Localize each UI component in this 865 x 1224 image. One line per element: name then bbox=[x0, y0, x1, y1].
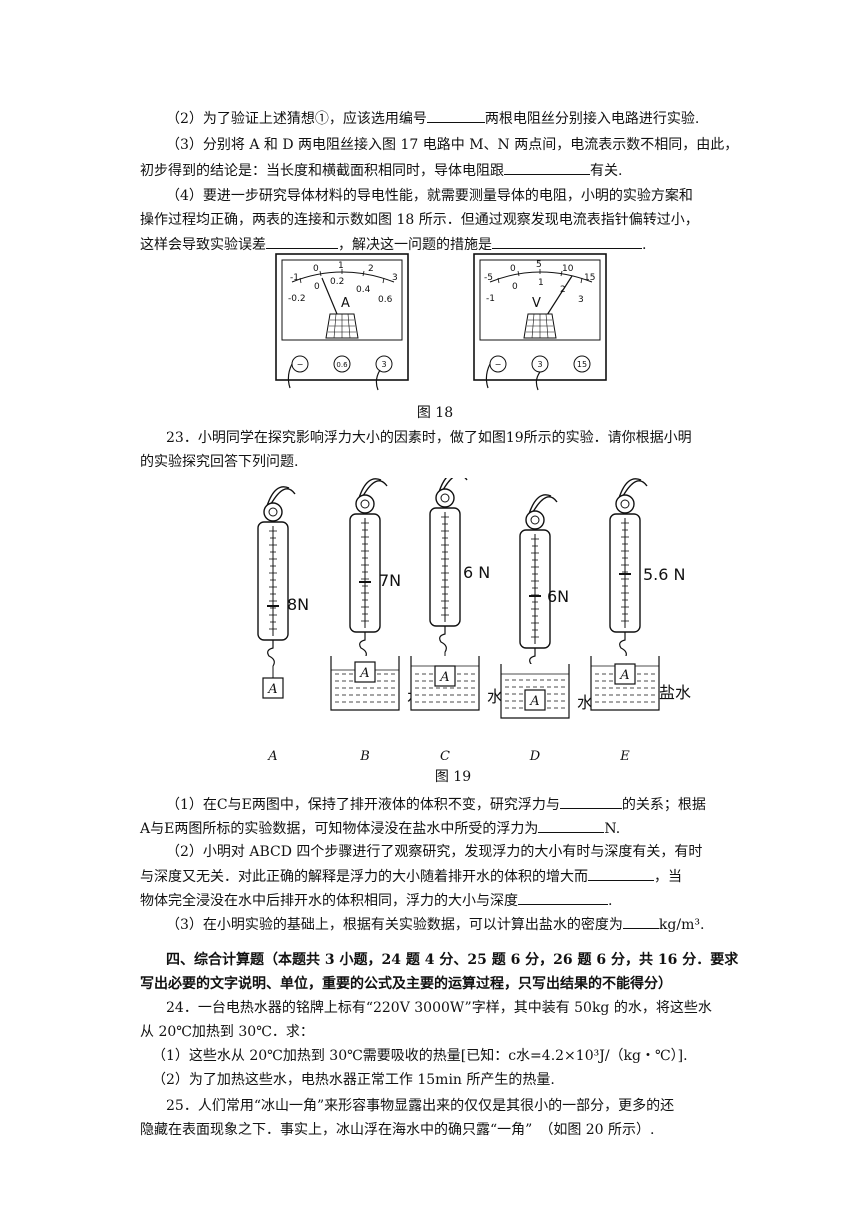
q24-part1: （1）这些水从 20℃加热到 30℃需要吸收的热量[已知：c水=4.2×10³J… bbox=[152, 1048, 688, 1064]
voltmeter-top-tick: 10 bbox=[562, 264, 574, 274]
ammeter-bottom-tick: -0.2 bbox=[288, 294, 306, 304]
ammeter-top-tick: 2 bbox=[368, 264, 374, 274]
section4-heading-line1: 四、综合计算题（本题共 3 小题，24 题 4 分、25 题 6 分，26 题 … bbox=[166, 952, 739, 968]
liquid-label-c: 水 bbox=[487, 687, 503, 706]
spring-scale-d: A 6N 水 bbox=[500, 494, 593, 719]
figure-19-spring-scales: A 8N A 7N 水 bbox=[257, 478, 691, 764]
answer-blank[interactable] bbox=[504, 160, 590, 175]
block-label: A bbox=[359, 666, 369, 681]
liquid-label-d: 水 bbox=[577, 693, 593, 712]
ammeter-bottom-tick: 0 bbox=[314, 282, 320, 292]
voltmeter-top-tick: 5 bbox=[536, 260, 542, 270]
voltmeter-bottom-tick: 3 bbox=[578, 295, 584, 305]
ammeter-terminal: 0.6 bbox=[336, 361, 348, 369]
block-label: A bbox=[619, 668, 629, 683]
q22-part4-line1: （4）要进一步研究导体材料的导电性能，就需要测量导体的电阻，小明的实验方案和 bbox=[166, 188, 693, 204]
q25-line2: 隐藏在表面现象之下．事实上，冰山浮在海水中的确只露“一角” （如图 20 所示）… bbox=[140, 1122, 655, 1138]
reading-c: 6 N bbox=[463, 563, 490, 582]
ammeter-top-tick: 3 bbox=[392, 273, 398, 283]
ammeter-unit: A bbox=[341, 296, 350, 311]
q22-part4-line2: 操作过程均正确，两表的连接和示数如图 18 所示．但通过观察发现电流表指针偏转过… bbox=[140, 212, 699, 228]
spring-scale-c: A 6 N 水 bbox=[410, 478, 503, 711]
answer-blank[interactable] bbox=[588, 866, 654, 881]
q22-part4-line3: 这样会导致实验误差，解决这一问题的措施是. bbox=[140, 234, 646, 255]
q22-part2: （2）为了验证上述猜想①，应该选用编号两根电阻丝分别接入电路进行实验. bbox=[166, 108, 699, 129]
ammeter: -1 0 1 2 3 -0.2 0 0.2 0.4 0.6 A − 0. bbox=[275, 253, 409, 391]
spring-scale-b: A 7N 水 bbox=[330, 478, 423, 711]
q22-part3-line1: （3）分别将 A 和 D 两电阻丝接入图 17 电路中 M、N 两点间，电流表示… bbox=[166, 137, 739, 153]
voltmeter-terminal: 3 bbox=[537, 360, 542, 369]
answer-blank[interactable] bbox=[426, 108, 485, 123]
reading-a: 8N bbox=[287, 595, 309, 614]
voltmeter-terminal: − bbox=[495, 360, 502, 369]
spring-scale-e: A 5.6 N 盐水 bbox=[590, 478, 691, 711]
ammeter-top-tick: -1 bbox=[290, 273, 299, 283]
ammeter-top-tick: 1 bbox=[338, 261, 344, 271]
answer-blank[interactable] bbox=[538, 818, 605, 833]
block-label: A bbox=[439, 670, 449, 685]
liquid-label-e: 盐水 bbox=[659, 683, 691, 702]
panel-letter-b: B bbox=[359, 749, 370, 764]
q24-line2: 从 20℃加热到 30℃．求： bbox=[140, 1024, 314, 1040]
panel-letter-c: C bbox=[440, 749, 450, 764]
q23-intro-line2: 的实验探究回答下列问题. bbox=[140, 454, 299, 470]
voltmeter-bottom-tick: 1 bbox=[538, 278, 544, 288]
q23-intro-line1: 23．小明同学在探究影响浮力大小的因素时，做了如图19所示的实验．请你根据小明 bbox=[166, 430, 692, 446]
voltmeter-unit: V bbox=[532, 296, 541, 311]
q24-line1: 24．一台电热水器的铭牌上标有“220V 3000W”字样，其中装有 50kg … bbox=[166, 1000, 712, 1016]
ammeter-terminal: − bbox=[297, 360, 304, 369]
answer-blank[interactable] bbox=[518, 890, 608, 905]
q25-line1: 25．人们常用“冰山一角”来形容事物显露出来的仅仅是其很小的一部分，更多的还 bbox=[166, 1098, 675, 1114]
voltmeter-top-tick: -5 bbox=[484, 273, 493, 283]
ammeter-bottom-tick: 0.4 bbox=[356, 285, 371, 295]
voltmeter-top-tick: 0 bbox=[510, 264, 516, 274]
ammeter-terminal: 3 bbox=[381, 360, 386, 369]
block-label: A bbox=[267, 682, 277, 697]
panel-letter-d: D bbox=[529, 749, 541, 764]
figure-18-meters: -1 0 1 2 3 -0.2 0 0.2 0.4 0.6 A − 0. bbox=[275, 253, 607, 391]
reading-b: 7N bbox=[379, 571, 401, 590]
q22-part3-line2: 初步得到的结论是：当长度和横截面积相同时，导体电阻跟有关. bbox=[140, 160, 622, 181]
voltmeter-bottom-tick: 0 bbox=[512, 282, 518, 292]
block-label: A bbox=[529, 694, 539, 709]
answer-blank[interactable] bbox=[622, 914, 659, 929]
voltmeter-terminal: 15 bbox=[577, 360, 587, 369]
q23-part2-line3: 物体完全浸没在水中后排开水的体积相同，浮力的大小与深度. bbox=[140, 890, 612, 911]
spring-scale-a: A 8N bbox=[257, 486, 309, 699]
ammeter-bottom-tick: 0.2 bbox=[330, 277, 344, 287]
ammeter-top-tick: 0 bbox=[313, 264, 319, 274]
voltmeter: -5 0 5 10 15 -1 0 1 2 3 V − 3 bbox=[473, 253, 607, 391]
ammeter-bottom-tick: 0.6 bbox=[378, 295, 393, 305]
q23-part1-line1: （1）在C与E两图中，保持了排开液体的体积不变，研究浮力与的关系；根据 bbox=[166, 794, 706, 815]
panel-letter-e: E bbox=[619, 749, 630, 764]
voltmeter-bottom-tick: -1 bbox=[486, 294, 495, 304]
panel-letter-a: A bbox=[267, 749, 277, 764]
reading-e: 5.6 N bbox=[643, 565, 686, 584]
answer-blank[interactable] bbox=[559, 794, 622, 809]
q23-part2-line1: （2）小明对 ABCD 四个步骤进行了观察研究，发现浮力的大小有时与深度有关，有… bbox=[166, 844, 703, 860]
q24-part2: （2）为了加热这些水，电热水器正常工作 15min 所产生的热量. bbox=[152, 1072, 555, 1088]
figure-19-caption: 图 19 bbox=[434, 769, 472, 785]
answer-blank[interactable] bbox=[266, 234, 338, 249]
figure-18-caption: 图 18 bbox=[416, 405, 454, 421]
voltmeter-top-tick: 15 bbox=[584, 273, 595, 283]
answer-blank[interactable] bbox=[492, 234, 642, 249]
reading-d: 6N bbox=[547, 587, 569, 606]
section4-heading-line2: 写出必要的文字说明、单位，重要的公式及主要的运算过程，只写出结果的不能得分） bbox=[140, 976, 672, 992]
q23-part2-line2: 与深度又无关．对此正确的解释是浮力的大小随着排开水的体积的增大而，当 bbox=[140, 866, 682, 887]
